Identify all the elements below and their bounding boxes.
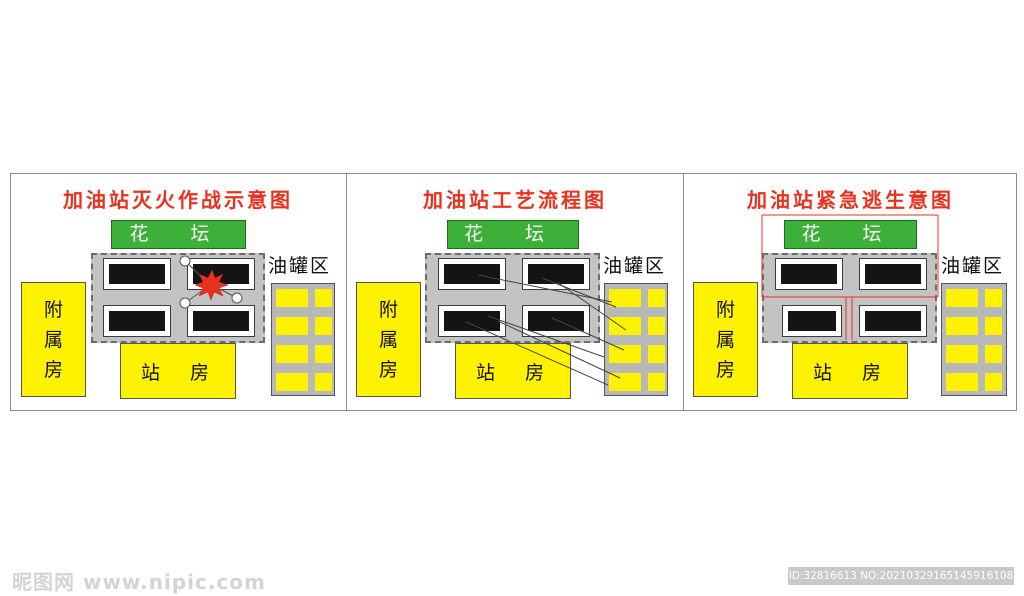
fuel-island [859, 258, 927, 290]
flower-bed: 花 坛 [447, 220, 579, 249]
fuel-island [187, 305, 255, 337]
fuel-island [522, 305, 590, 337]
tank-area [604, 283, 668, 396]
fuel-island [103, 258, 171, 290]
annex-building: 附 属 房 [693, 282, 758, 397]
fuel-island [782, 305, 842, 337]
station-label: 站 房 [812, 361, 888, 384]
panel-title: 加油站灭火作战示意图 [63, 188, 293, 212]
station-label: 站 房 [475, 361, 551, 384]
fuel-island [438, 305, 506, 337]
panel-divider [346, 173, 347, 411]
station-building: 站 房 [792, 343, 908, 399]
watermark-right: ID:32816613 NO:20210329165145916108 [788, 567, 1014, 585]
tank-area-label: 油罐区 [603, 255, 667, 277]
fuel-island [775, 258, 843, 290]
annex-building: 附 属 房 [21, 282, 86, 397]
panel-divider [683, 173, 684, 411]
tank-area-label: 油罐区 [941, 255, 1005, 277]
annex-building: 附 属 房 [356, 282, 421, 397]
flower-bed: 花 坛 [111, 220, 246, 249]
panel-process-flow: 加油站工艺流程图 花 坛 附 属 房 站 房 油罐区 [347, 173, 683, 411]
fuel-island [859, 305, 927, 337]
tank-area [941, 283, 1007, 396]
diagram-frame [10, 173, 1017, 411]
tank-area-label: 油罐区 [268, 255, 332, 277]
panel-title: 加油站工艺流程图 [423, 188, 607, 212]
panel-emergency-escape: 加油站紧急逃生意图 花 坛 附 属 房 站 房 油罐区 [684, 173, 1017, 411]
fuel-island [522, 258, 590, 290]
station-building: 站 房 [120, 343, 236, 399]
annex-label: 附 属 房 [715, 298, 735, 381]
panel-firefighting: 加油站灭火作战示意图 花 坛 附 属 房 站 房 油罐区 [10, 173, 346, 411]
fuel-island [103, 305, 171, 337]
fuel-island [187, 258, 255, 290]
flower-bed: 花 坛 [784, 220, 917, 249]
annex-label: 附 属 房 [43, 298, 63, 381]
station-label: 站 房 [140, 361, 216, 384]
annex-label: 附 属 房 [378, 298, 398, 381]
station-building: 站 房 [455, 343, 571, 399]
watermark-left: 昵图网 www.nipic.com [12, 570, 266, 594]
tank-area [271, 283, 335, 396]
fuel-island [438, 258, 506, 290]
panel-title: 加油站紧急逃生意图 [747, 188, 954, 212]
